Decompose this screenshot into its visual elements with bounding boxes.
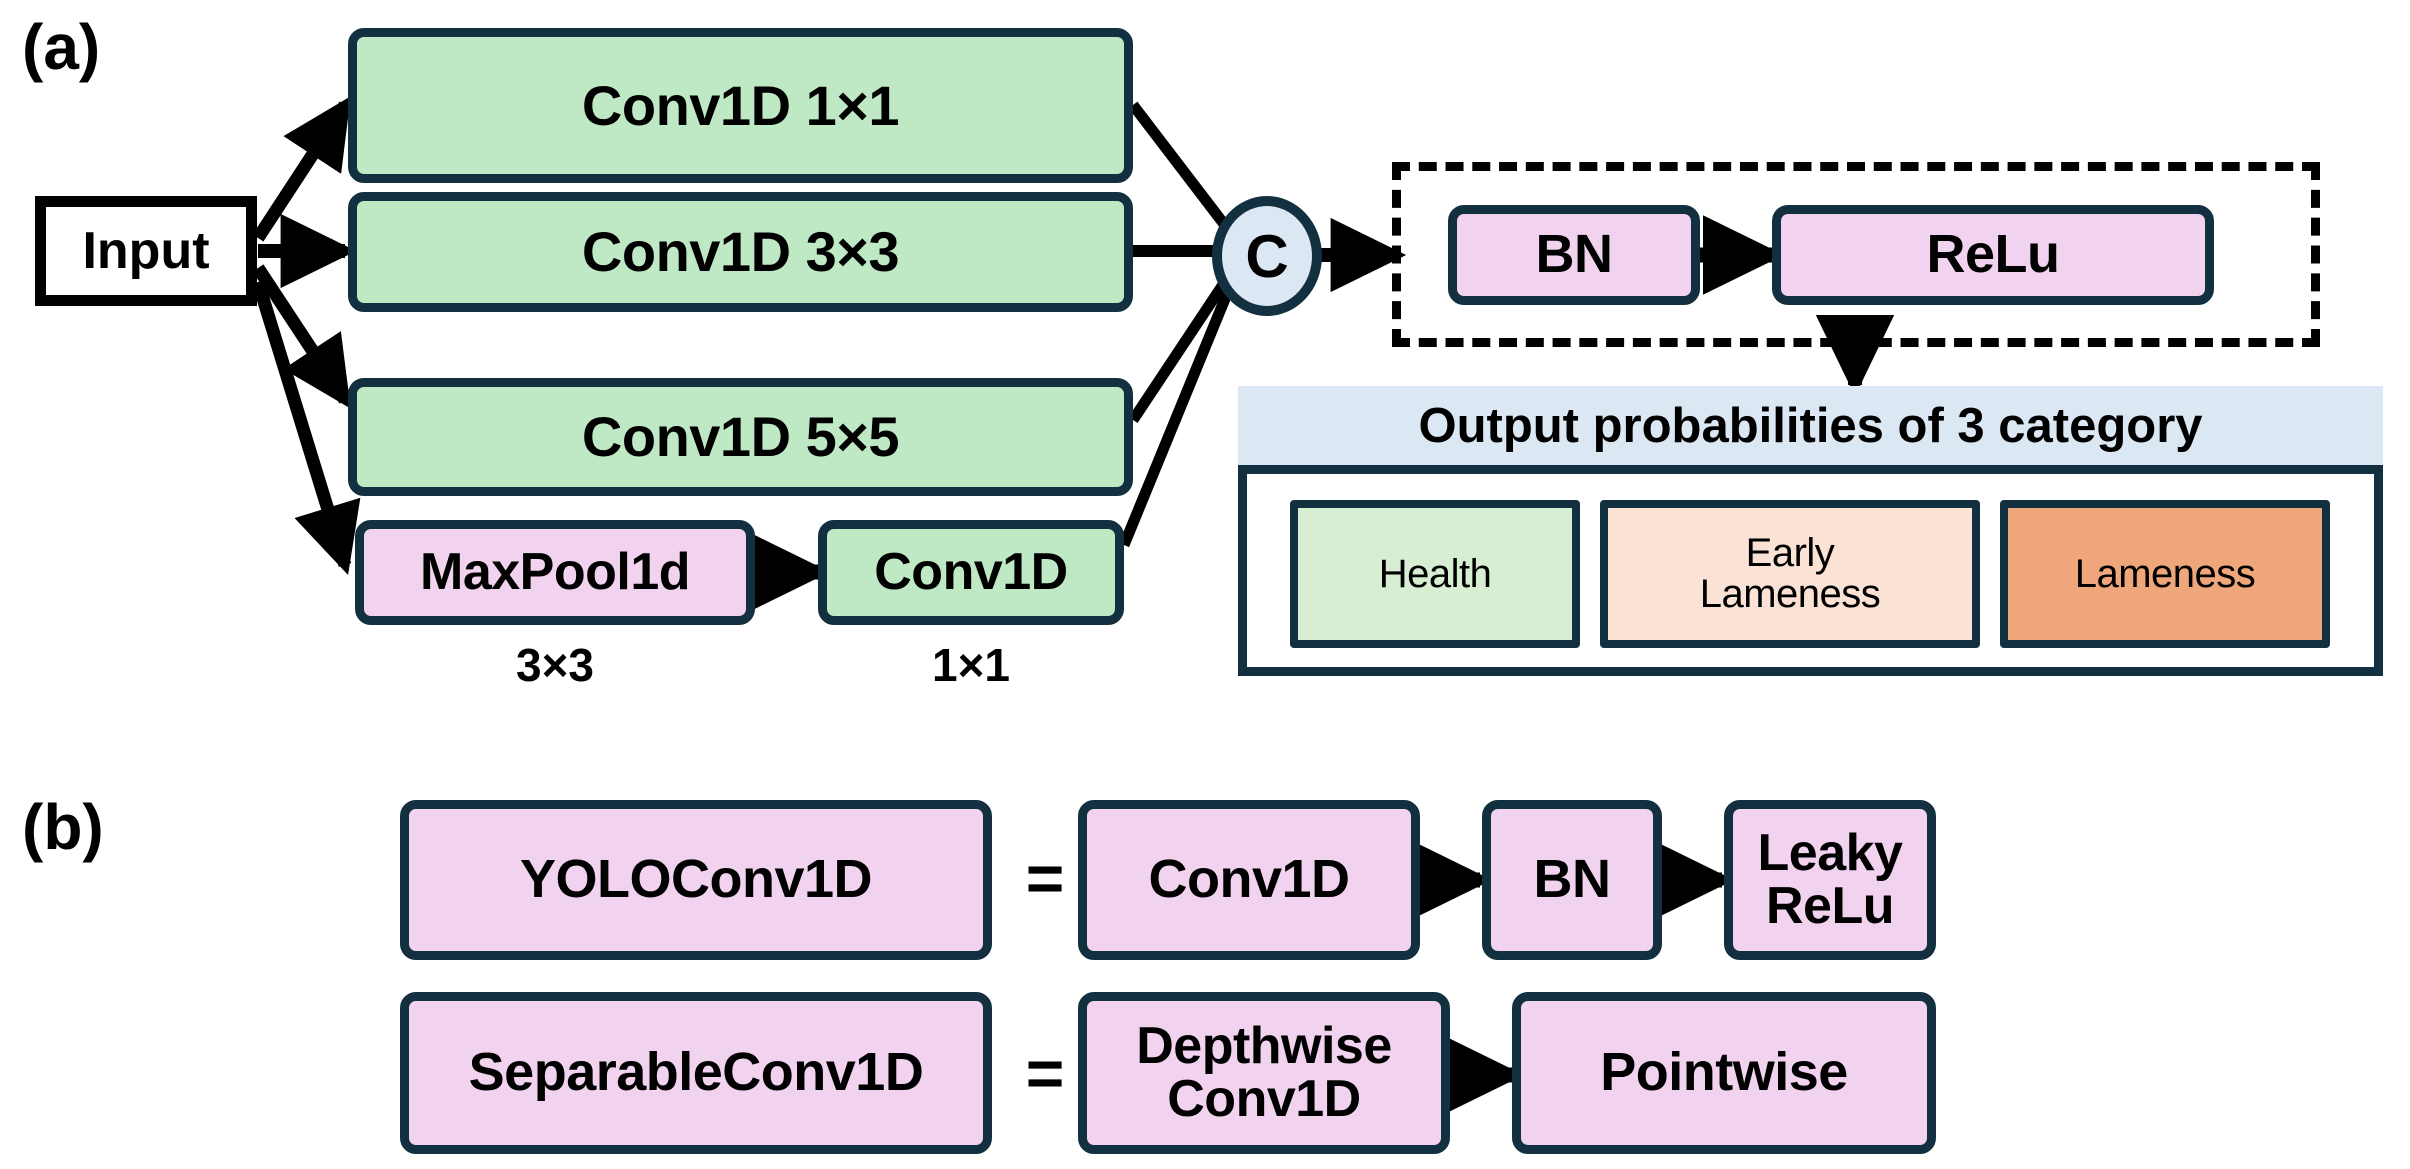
conv1d-3x3-box[interactable]: Conv1D 3×3 [348, 192, 1133, 312]
pointwise-box[interactable]: Pointwise [1512, 992, 1936, 1154]
conv1d-1x1-box[interactable]: Conv1D 1×1 [348, 28, 1133, 183]
depthwise-conv1d-box[interactable]: Depthwise Conv1D [1078, 992, 1450, 1154]
maxpool1d-box[interactable]: MaxPool1d [355, 520, 755, 625]
edge-input-to-conv5 [252, 264, 351, 409]
bn-box-b[interactable]: BN [1482, 800, 1662, 960]
conv1d-box-b[interactable]: Conv1D [1078, 800, 1420, 960]
category-lameness-box[interactable]: Lameness [2000, 500, 2330, 648]
concat-node[interactable]: C [1212, 196, 1322, 316]
leaky-relu-box-b[interactable]: Leaky ReLu [1724, 800, 1936, 960]
separableconv1d-box[interactable]: SeparableConv1D [400, 992, 992, 1154]
panel-b-label: (b) [22, 791, 104, 863]
edge-input-to-conv1 [252, 96, 351, 242]
relu-box[interactable]: ReLu [1772, 205, 2214, 305]
equals-sign-row2: = [1025, 1036, 1065, 1110]
panel-a-label: (a) [22, 11, 101, 83]
output-panel-title: Output probabilities of 3 category [1238, 386, 2383, 474]
maxpool1d-caption: 3×3 [515, 639, 595, 691]
edge-poolconv-to-concat [1118, 269, 1242, 548]
yoloconv1d-box[interactable]: YOLOConv1D [400, 800, 992, 960]
edge-input-to-maxpool [251, 280, 361, 575]
pool-conv1d-caption: 1×1 [931, 639, 1011, 691]
category-health-box[interactable]: Health [1290, 500, 1580, 648]
input-box[interactable]: Input [35, 196, 257, 306]
bn-box[interactable]: BN [1448, 205, 1700, 305]
category-early-lameness-box[interactable]: Early Lameness [1600, 500, 1980, 648]
conv1d-5x5-box[interactable]: Conv1D 5×5 [348, 378, 1133, 496]
equals-sign-row1: = [1025, 841, 1065, 915]
pool-conv1d-box[interactable]: Conv1D [818, 520, 1124, 625]
